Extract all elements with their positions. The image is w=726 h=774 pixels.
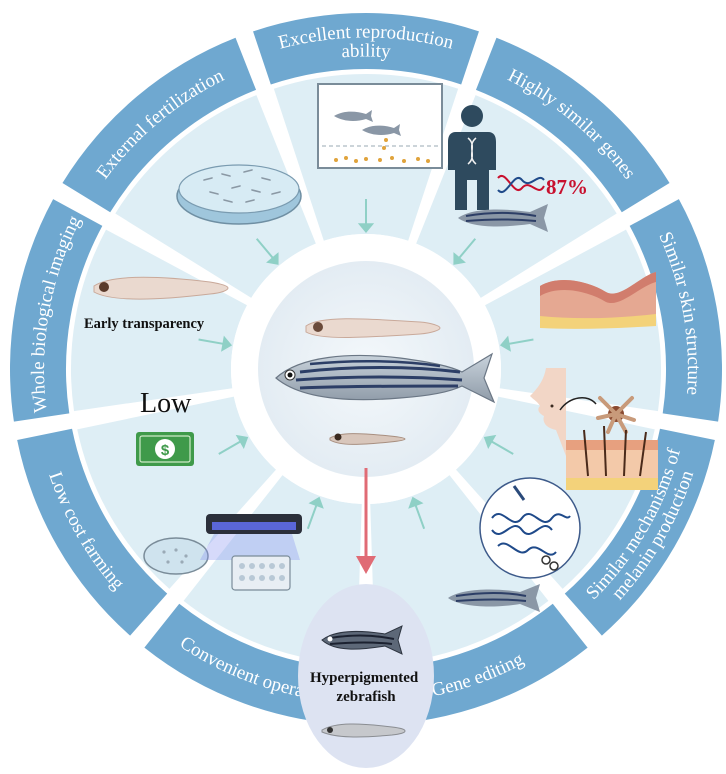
outer-segment-low-cost-farming bbox=[17, 428, 168, 636]
arrowhead-gene-editing bbox=[408, 496, 424, 509]
melanocyte-illustration bbox=[596, 396, 636, 434]
genes-zebrafish-illustration bbox=[458, 204, 548, 232]
arrowhead-external-fertilization bbox=[266, 252, 279, 265]
arrowhead-whole-biological-imaging bbox=[221, 335, 233, 352]
arrowhead-highly-similar-genes bbox=[453, 252, 466, 265]
outer-segment-highly-similar-genes bbox=[475, 37, 670, 213]
arrowhead-excellent-reproduction bbox=[357, 223, 375, 233]
label-excellent-reproduction-line-2: ability bbox=[341, 40, 392, 62]
petri-dishes-illustration bbox=[143, 537, 209, 575]
transparent-larva-illustration bbox=[93, 276, 229, 300]
center-small-larva-illustration bbox=[329, 433, 406, 445]
outer-segment-external-fertilization bbox=[62, 37, 257, 213]
melanin-pointer-arrow bbox=[559, 397, 597, 411]
arrowhead-low-cost-farming bbox=[235, 434, 249, 449]
dollar-sign-icon: $ bbox=[161, 442, 170, 459]
result-label-line-2: zebrafish bbox=[336, 689, 396, 705]
dna-scissors-illustration bbox=[479, 477, 581, 579]
result-arrow bbox=[356, 468, 376, 574]
arrowhead-similar-melanin-mechanisms bbox=[483, 434, 497, 449]
result-label: Hyperpigmented zebrafish bbox=[310, 670, 422, 705]
human-silhouette-illustration bbox=[448, 105, 496, 210]
inner-sector-whole-biological-imaging bbox=[70, 229, 248, 412]
uv-lamp-illustration bbox=[200, 514, 302, 560]
low-cost-text: Low bbox=[140, 388, 192, 419]
dna-helix-icon bbox=[497, 174, 545, 194]
early-transparency-label: Early transparency bbox=[84, 316, 205, 332]
advantage-arrows bbox=[198, 199, 534, 530]
center-larva-illustration bbox=[305, 318, 441, 338]
skin-hair-layer-illustration bbox=[566, 425, 658, 490]
outer-segment-similar-melanin-mechanisms bbox=[564, 428, 715, 636]
face-profile-illustration bbox=[530, 368, 566, 456]
center-zebrafish-illustration bbox=[275, 352, 496, 404]
arrowhead-similar-skin-structure bbox=[499, 335, 511, 352]
outer-segment-similar-skin-structure bbox=[629, 199, 722, 422]
gene-editing-zebrafish-illustration bbox=[448, 584, 540, 612]
well-plate-illustration bbox=[231, 555, 291, 591]
inner-sector-low-cost-farming bbox=[77, 396, 277, 589]
outer-segment-whole-biological-imaging bbox=[10, 199, 103, 422]
outer-segment-excellent-reproduction bbox=[253, 13, 479, 85]
hyperpigmented-zebrafish-illustration bbox=[321, 625, 403, 655]
skin-cross-section-illustration bbox=[540, 272, 656, 329]
hyperpigmented-larva-illustration bbox=[321, 723, 406, 738]
result-label-line-1: Hyperpigmented bbox=[310, 670, 419, 686]
petri-dish-embryos-illustration bbox=[176, 164, 302, 225]
arrowhead-convenient-operation bbox=[308, 496, 324, 509]
gene-similarity-percent: 87% bbox=[546, 175, 588, 199]
fish-tank-illustration bbox=[317, 83, 443, 169]
money-bill-illustration: $ bbox=[136, 432, 194, 466]
